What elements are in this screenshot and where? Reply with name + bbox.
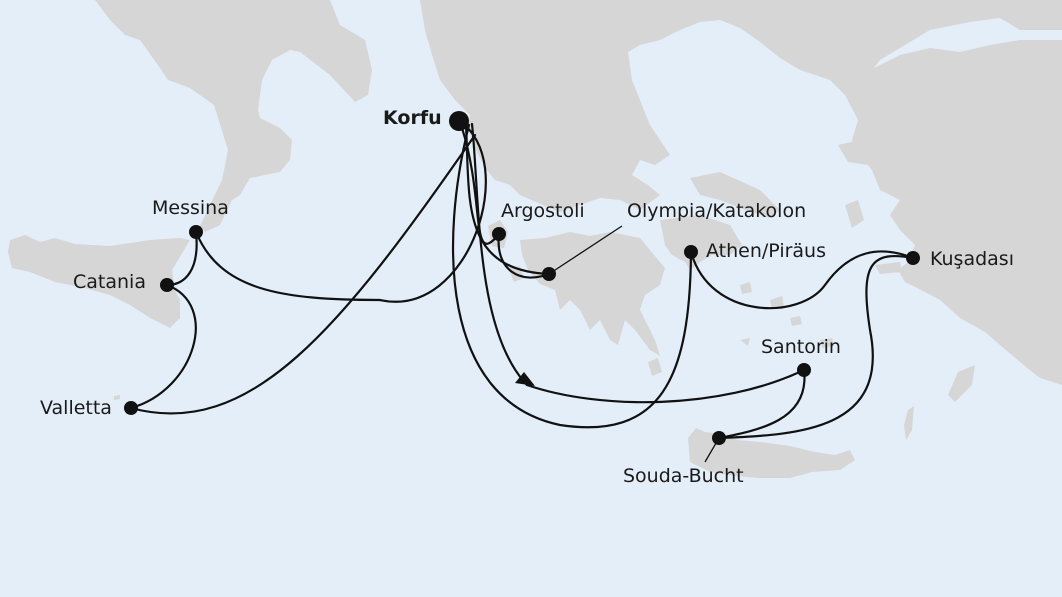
port-label-argostoli: Argostoli [501,200,585,222]
port-marker-valletta[interactable] [124,401,138,415]
port-label-catania: Catania [73,271,146,293]
port-label-kusadasi: Kuşadası [930,248,1014,270]
route-arrow-santorin [525,368,806,404]
land-malta [114,395,120,400]
route-korfu-messina [194,119,487,303]
port-marker-argostoli[interactable] [492,227,506,241]
land-crete [688,428,855,478]
port-marker-athen[interactable] [684,245,698,259]
route-athen-kusadasi [689,250,915,310]
land-samos [875,262,902,274]
route-korfu-arrow [470,122,529,387]
route-korfu-olympia [464,124,551,276]
land-evia [690,172,780,218]
land-cyclades-4 [820,338,834,348]
land-sicily [8,235,190,328]
port-label-santorin: Santorin [761,336,841,358]
landmass-layer [8,0,1062,478]
port-marker-layer [124,111,920,445]
route-korfu-athen [451,123,693,429]
land-turkey [845,40,1062,385]
land-balkans [420,0,1062,212]
land-peloponnese [520,232,665,356]
land-kythira [648,358,662,376]
port-marker-kusadasi[interactable] [906,251,920,265]
direction-arrow-icon [515,372,535,386]
port-marker-olympia[interactable] [542,267,556,281]
land-cyclades-1 [740,282,752,294]
leader-olympia [548,225,623,275]
port-label-souda: Souda-Bucht [623,465,744,487]
port-label-messina: Messina [152,197,229,219]
port-label-valletta: Valletta [40,397,112,419]
land-lesbos [838,140,875,165]
port-label-athen: Athen/Piräus [706,240,827,262]
port-label-olympia: Olympia/Katakolon [627,200,807,222]
port-marker-korfu[interactable] [449,111,469,131]
port-marker-messina[interactable] [189,225,203,239]
port-marker-catania[interactable] [160,278,174,292]
land-attica [660,215,742,270]
land-chios [845,200,864,228]
route-santorin-souda [717,368,806,440]
port-label-korfu: Korfu [383,107,442,129]
land-cyclades-5 [740,338,750,346]
route-argostoli-olympia [497,232,551,279]
land-karpathos [904,406,914,440]
route-catania-valletta [129,283,197,410]
port-marker-santorin[interactable] [797,363,811,377]
route-kusadasi-souda [717,254,915,440]
port-marker-souda[interactable] [712,431,726,445]
land-italy [95,0,372,232]
route-valletta-korfu [129,133,477,415]
land-cyclades-3 [790,316,802,326]
land-cyclades-2 [770,296,784,308]
land-rhodes [948,365,975,402]
